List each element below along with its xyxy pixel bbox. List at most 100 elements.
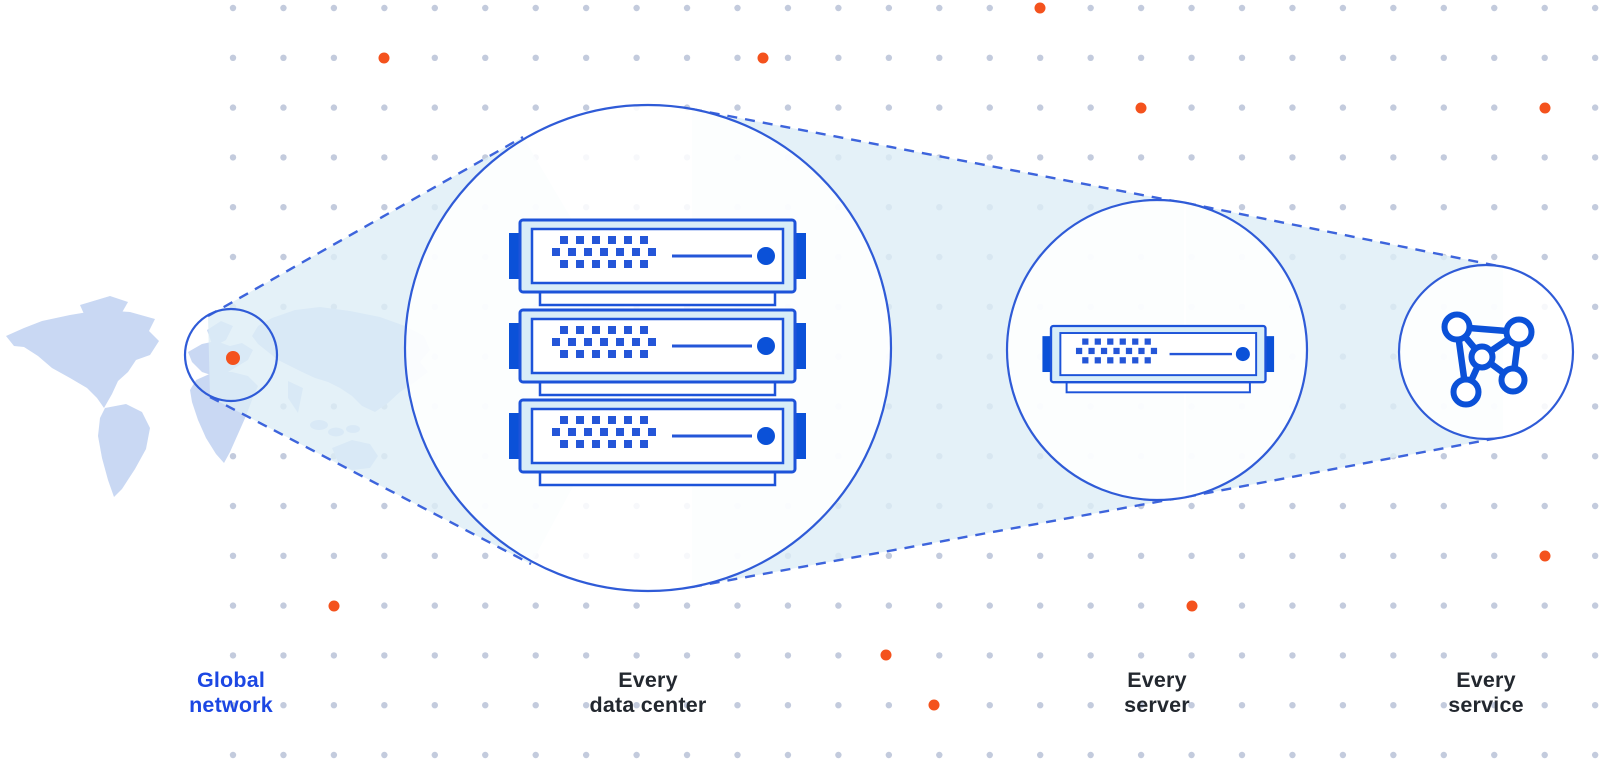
grid-dot [633, 702, 640, 709]
grid-dot [1339, 4, 1347, 12]
grid-dot [885, 4, 893, 12]
grid-dot [330, 154, 338, 161]
accent-dots [328, 2, 1551, 711]
orange-accent-dot [1135, 102, 1147, 114]
grid-dot [1339, 751, 1347, 759]
grid-dot [381, 154, 388, 161]
grid-dot [1339, 204, 1347, 211]
orange-accent-dot [1186, 600, 1198, 612]
grid-dot [936, 104, 943, 111]
grid-dot [229, 104, 237, 111]
grid-dot [431, 54, 438, 61]
grid-dot [582, 652, 590, 659]
grid-dot [1591, 552, 1599, 559]
grid-dot [1541, 602, 1548, 609]
grid-dot [1238, 54, 1246, 61]
grid-dot [1591, 751, 1599, 759]
grid-dot [1188, 702, 1195, 709]
grid-dot [1238, 552, 1246, 559]
grid-dot [835, 702, 842, 709]
grid-dot [431, 4, 438, 12]
grid-dot [1037, 702, 1044, 709]
grid-dot [986, 652, 993, 659]
grid-dot [1491, 751, 1498, 759]
grid-dot [482, 552, 489, 559]
grid-dot [1037, 652, 1044, 659]
grid-dot [482, 54, 489, 61]
grid-dot [1440, 652, 1448, 659]
grid-dot [582, 602, 590, 609]
grid-dot [482, 751, 489, 759]
grid-dot [482, 4, 489, 12]
grid-dot [1491, 652, 1498, 659]
server-unit-icon [507, 218, 808, 307]
grid-dot [1238, 602, 1246, 609]
grid-dot [1087, 751, 1094, 759]
grid-dot [431, 652, 438, 659]
grid-dot [1137, 751, 1145, 759]
grid-dot [1087, 54, 1094, 61]
grid-dot [229, 54, 237, 61]
grid-dot [280, 204, 287, 211]
grid-dot [1137, 154, 1145, 161]
grid-dot [734, 602, 741, 609]
grid-dot [1087, 552, 1094, 559]
grid-dot [986, 104, 993, 111]
grid-dot [482, 652, 489, 659]
grid-dot [1339, 652, 1347, 659]
dashed-connector-lines [207, 107, 1504, 589]
grid-dot [1591, 453, 1599, 460]
grid-dot [1440, 602, 1448, 609]
grid-dot [633, 4, 640, 12]
grid-dot [431, 602, 438, 609]
grid-dot [1491, 104, 1498, 111]
grid-dot [986, 702, 993, 709]
grid-dot [1591, 602, 1599, 609]
grid-dot [1289, 104, 1296, 111]
grid-dot [229, 204, 237, 211]
grid-dot [835, 54, 842, 61]
grid-dot [1491, 702, 1498, 709]
grid-dot [1390, 54, 1397, 61]
grid-dot [1188, 552, 1195, 559]
grid-dot [1289, 502, 1296, 510]
grid-dot [381, 552, 388, 559]
grid-dot [330, 652, 338, 659]
grid-dot [885, 552, 893, 559]
grid-dot [633, 652, 640, 659]
grid-dot [1440, 204, 1448, 211]
grid-dot [1390, 154, 1397, 161]
grid-dot [1188, 154, 1195, 161]
grid-dot [885, 702, 893, 709]
grid-dot [1591, 54, 1599, 61]
grid-dot [835, 652, 842, 659]
grid-dot [280, 4, 287, 12]
grid-dot [936, 751, 943, 759]
grid-dot [1591, 4, 1599, 12]
grid-dot [229, 502, 237, 510]
grid-dot [1238, 4, 1246, 12]
grid-dot [532, 602, 539, 609]
grid-dot [1440, 154, 1448, 161]
grid-dot [1087, 702, 1094, 709]
grid-dot [431, 154, 438, 161]
grid-dot [1188, 104, 1195, 111]
server-unit-icon [507, 398, 808, 487]
grid-dot [582, 702, 590, 709]
grid-dot [1137, 54, 1145, 61]
grid-dot [1289, 4, 1296, 12]
grid-dot [280, 253, 287, 261]
grid-dot [835, 4, 842, 12]
grid-dot [1591, 353, 1599, 360]
grid-dot [1339, 104, 1347, 111]
grid-dot [229, 453, 237, 460]
grid-dot [734, 652, 741, 659]
grid-dot [1491, 502, 1498, 510]
grid-dot [835, 104, 842, 111]
grid-dot [1591, 253, 1599, 261]
grid-dot [1238, 702, 1246, 709]
grid-dot [1037, 602, 1044, 609]
orange-accent-dot [378, 52, 390, 64]
